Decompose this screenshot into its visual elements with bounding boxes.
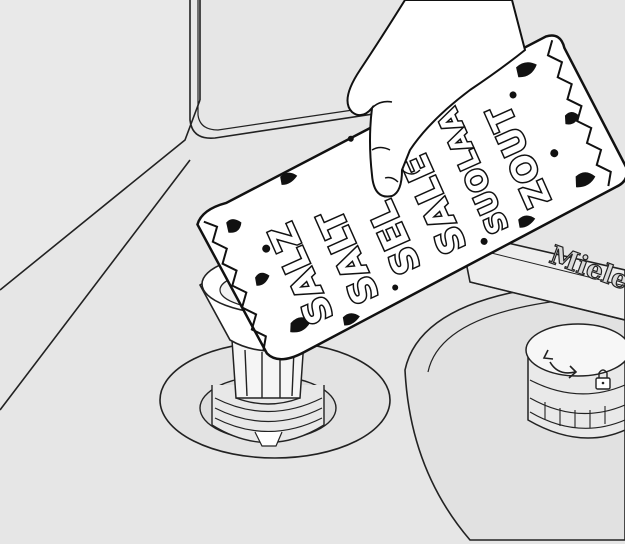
wall-corner-edge bbox=[0, 99, 201, 291]
door-frame-inner-edge bbox=[197, 0, 381, 131]
floor-left-edge bbox=[0, 159, 191, 411]
reservoir-threads bbox=[214, 397, 323, 432]
lock-icon bbox=[595, 369, 611, 390]
door-frame-edge bbox=[189, 0, 401, 139]
tub-back-wall bbox=[0, 0, 200, 290]
salt-bag: SALZ SALT SEL SALE SUOLAA ZOUT bbox=[196, 34, 625, 361]
arrow-rotate-icon bbox=[542, 349, 578, 379]
hand bbox=[346, 0, 527, 198]
reservoir-cap-tab bbox=[254, 431, 283, 447]
